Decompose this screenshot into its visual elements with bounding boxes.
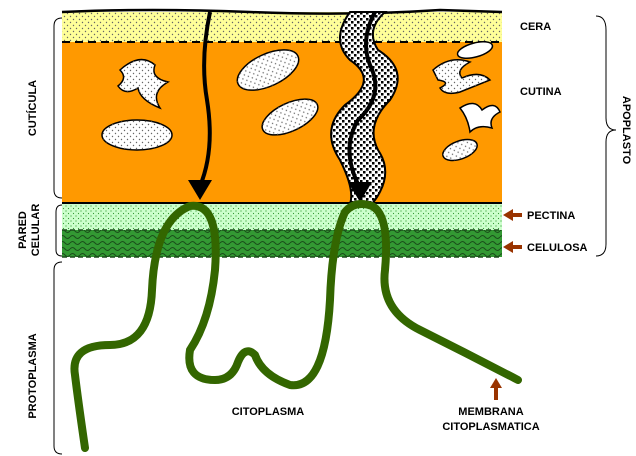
protoplasma-bracket (54, 262, 62, 454)
cera-label: CERA (520, 21, 551, 33)
cera-layer-texture (62, 12, 502, 42)
membrana-pointer-shaft (494, 388, 498, 400)
pared-bracket (56, 205, 62, 256)
apoplasto-bracket (596, 16, 616, 256)
pectina-pointer-shaft (513, 213, 522, 217)
pared-label-line2: CELULAR (30, 204, 42, 257)
pared-label-line1: PARED (17, 211, 29, 249)
cuticula-bracket (54, 18, 62, 198)
cutina-label: CUTINA (520, 86, 562, 98)
inclusion-shape (102, 120, 172, 150)
protoplasma-label: PROTOPLASMA (27, 333, 39, 418)
cuticula-label: CUTÍCULA (26, 80, 39, 136)
celulosa-label: CELULOSA (527, 242, 588, 254)
pectina-pointer-arrow (503, 209, 522, 221)
celulosa-pointer-arrow (503, 241, 522, 253)
celulosa-pointer-shaft (513, 245, 522, 249)
membrana-label-line2: CITOPLASMATICA (442, 421, 539, 433)
celulosa-layer-texture (62, 230, 502, 257)
pectina-layer-texture (62, 203, 502, 230)
citoplasma-label: CITOPLASMA (232, 406, 305, 418)
membrana-pointer-head (490, 378, 502, 388)
membrana-pointer-arrow (490, 378, 502, 400)
membrana-label-line1: MEMBRANA (458, 406, 523, 418)
apoplasto-label: APOPLASTO (620, 96, 632, 165)
pectina-label: PECTINA (527, 210, 575, 222)
celulosa-pointer-head (503, 241, 513, 253)
pectina-pointer-head (503, 209, 513, 221)
